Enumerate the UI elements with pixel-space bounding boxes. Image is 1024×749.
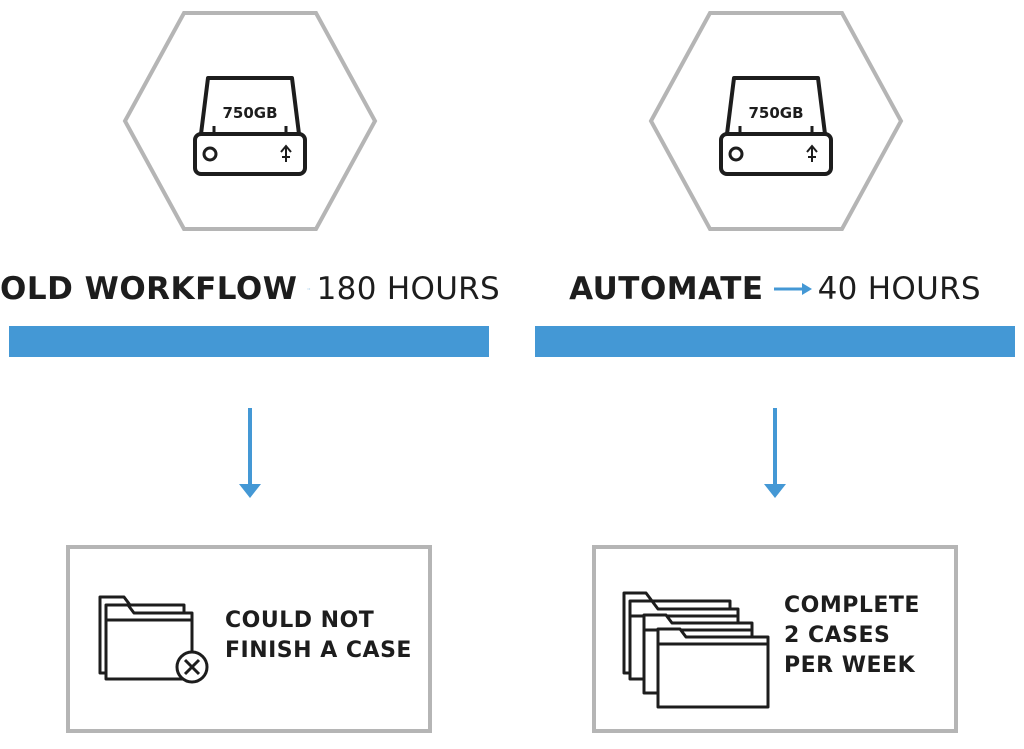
automate-hours: 40 HOURS xyxy=(817,271,981,307)
down-arrow-icon xyxy=(239,408,261,498)
right-arrow-icon xyxy=(773,283,812,295)
hard-drive-icon: 750GB xyxy=(193,76,307,176)
old-workflow-label: OLD WORKFLOW xyxy=(0,271,298,307)
folder-with-x-icon xyxy=(98,595,209,684)
right-arrow-icon xyxy=(307,288,311,290)
result-line: FINISH A CASE xyxy=(225,638,412,663)
right-progress-bar xyxy=(535,326,1015,357)
result-line: COULD NOT xyxy=(225,608,375,633)
right-result-box: COMPLETE 2 CASES PER WEEK xyxy=(592,545,958,733)
left-hexagon: 750GB xyxy=(122,11,378,231)
hard-drive-icon: 750GB xyxy=(719,76,833,176)
right-hexagon: 750GB xyxy=(648,11,904,231)
right-result-text: COMPLETE 2 CASES PER WEEK xyxy=(784,591,920,681)
result-line: COMPLETE xyxy=(784,593,920,618)
left-heading: OLD WORKFLOW 180 HOURS xyxy=(0,266,500,312)
left-result-box: COULD NOT FINISH A CASE xyxy=(66,545,432,733)
drive-capacity-label: 750GB xyxy=(748,104,803,122)
right-heading: AUTOMATE 40 HOURS xyxy=(525,266,1024,312)
left-progress-bar xyxy=(9,326,489,357)
stacked-folders-icon xyxy=(622,591,770,709)
drive-capacity-label: 750GB xyxy=(222,104,277,122)
automate-label: AUTOMATE xyxy=(569,271,764,307)
result-line: 2 CASES xyxy=(784,623,891,648)
old-workflow-hours: 180 HOURS xyxy=(316,271,500,307)
left-result-text: COULD NOT FINISH A CASE xyxy=(225,606,412,666)
down-arrow-icon xyxy=(764,408,786,498)
result-line: PER WEEK xyxy=(784,653,916,678)
